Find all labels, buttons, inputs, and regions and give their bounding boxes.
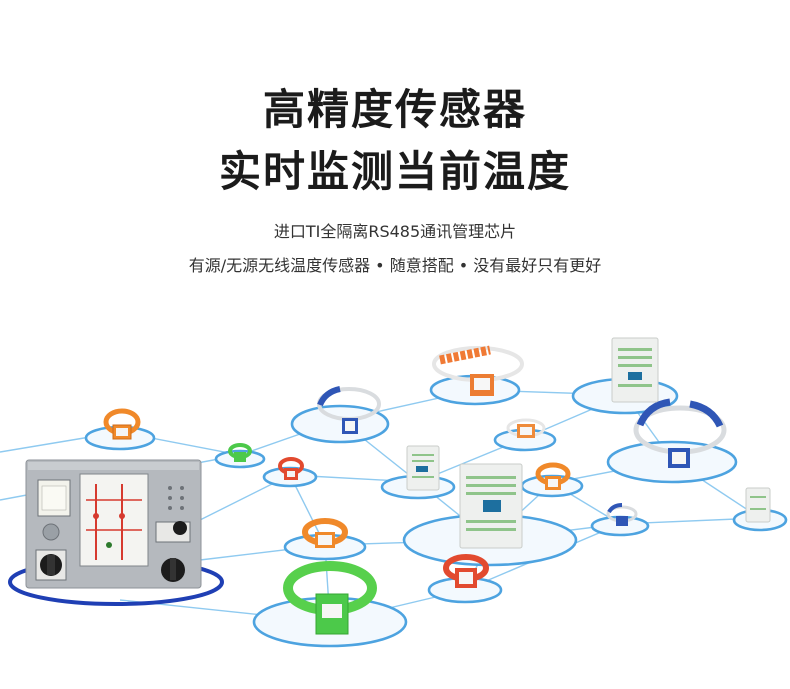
- band-sensors: [103, 345, 727, 635]
- subtitle-line-2: 有源/无源无线温度传感器 • 随意搭配 • 没有最好只有更好: [188, 256, 602, 275]
- panel-mimic-diagram: [79, 473, 149, 567]
- headline-line-1: 高精度传感器: [262, 85, 527, 134]
- panel-speaker: [42, 523, 60, 541]
- subtitle-line-1: 进口TI全隔离RS485通讯管理芯片: [273, 222, 517, 241]
- box-sensor-labels: [416, 372, 642, 512]
- box-sensor-vents: [412, 348, 766, 531]
- headline-line-2: 实时监测当前温度: [218, 147, 571, 196]
- switchgear-control-panel: [8, 459, 224, 606]
